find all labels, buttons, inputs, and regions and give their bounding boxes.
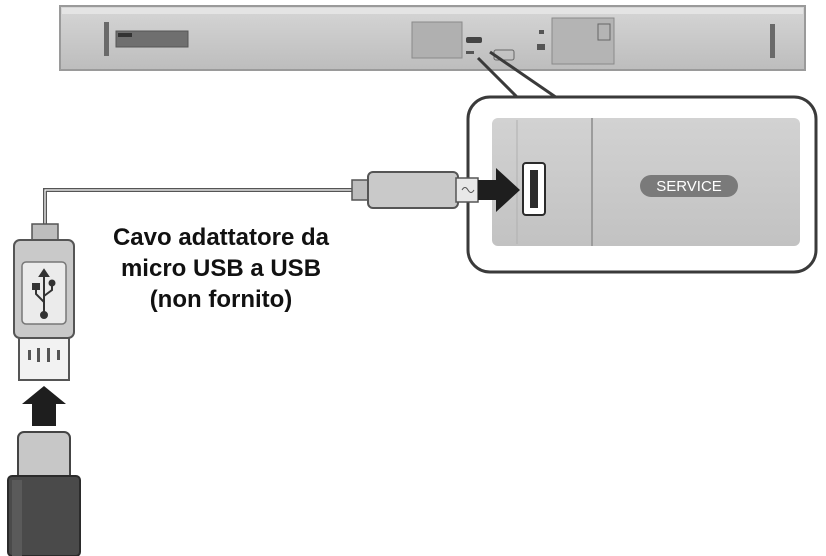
usb-icon bbox=[32, 268, 56, 319]
adapter-cable bbox=[43, 188, 355, 226]
cable-caption: Cavo adattatore da micro USB a USB (non … bbox=[96, 222, 346, 315]
soundbar-label-plate bbox=[115, 30, 189, 48]
insert-arrow-up bbox=[22, 386, 66, 426]
caption-line-3: (non fornito) bbox=[149, 286, 293, 313]
service-label: SERVICE bbox=[656, 178, 722, 195]
soundbar-service-port bbox=[466, 37, 482, 43]
usb-device bbox=[7, 431, 81, 556]
soundbar-power-recess bbox=[551, 17, 615, 65]
soundbar-port-recess bbox=[411, 21, 463, 59]
soundbar-slot-right bbox=[770, 24, 775, 58]
caption-line-1: Cavo adattatore da bbox=[112, 224, 330, 251]
usb-a-plug bbox=[13, 223, 75, 381]
caption-line-2: micro USB a USB bbox=[120, 255, 322, 282]
insert-arrow-right bbox=[478, 168, 520, 212]
soundbar-rear bbox=[59, 5, 806, 71]
zoom-callout-lines bbox=[476, 50, 561, 102]
magnified-port-view: SERVICE bbox=[466, 95, 818, 274]
service-label-pill bbox=[640, 175, 738, 197]
micro-usb-plug bbox=[351, 171, 479, 209]
soundbar-slot-left bbox=[104, 22, 109, 56]
